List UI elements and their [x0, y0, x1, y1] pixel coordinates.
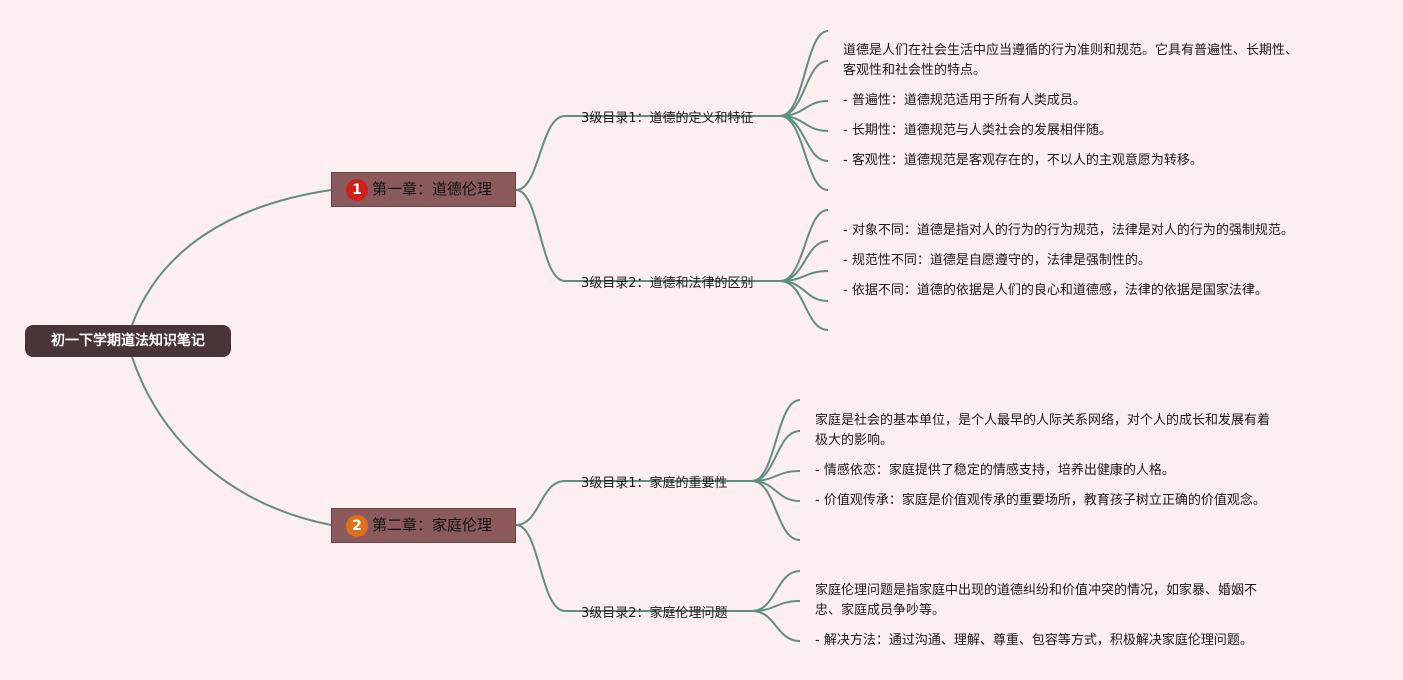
root-label: 初一下学期道法知识笔记 [51, 333, 205, 349]
note-line[interactable]: 道德是人们在社会生活中应当遵循的行为准则和规范。它具有普遍性、长期性、 [843, 43, 1299, 58]
connector-fan [779, 209, 829, 282]
connector-ch1-topic2 [515, 189, 566, 282]
note-line[interactable]: 极大的影响。 [815, 433, 894, 448]
note-line[interactable]: - 情感依恋：家庭提供了稳定的情感支持，培养出健康的人格。 [815, 463, 1175, 478]
root-node[interactable]: 初一下学期道法知识笔记 [25, 325, 231, 357]
note-line[interactable]: - 规范性不同：道德是自愿遵守的，法律是强制性的。 [843, 253, 1151, 268]
connector-fan [751, 480, 801, 541]
chapter-node-2[interactable]: 2 第二章：家庭伦理 [331, 508, 516, 543]
topic-node[interactable]: 3级目录2：道德和法律的区别 [581, 276, 754, 291]
priority-2-icon: 2 [346, 514, 368, 537]
note-line[interactable]: - 价值观传承：家庭是价值观传承的重要场所，教育孩子树立正确的价值观念。 [815, 493, 1266, 508]
note-line[interactable]: 家庭是社会的基本单位，是个人最早的人际关系网络，对个人的成长和发展有着 [815, 413, 1271, 428]
connector-fan [751, 430, 801, 482]
note-line[interactable]: - 长期性：道德规范与人类社会的发展相伴随。 [843, 123, 1112, 138]
note-line[interactable]: - 解决方法：通过沟通、理解、尊重、包容等方式，积极解决家庭伦理问题。 [815, 633, 1253, 648]
connector-root-chapter1 [131, 189, 332, 326]
connector-ch2-topic2 [515, 524, 566, 612]
topic-node[interactable]: 3级目录1：家庭的重要性 [581, 476, 728, 491]
connector-ch2-topic1 [515, 480, 566, 526]
topic-node[interactable]: 3级目录1：道德的定义和特征 [581, 111, 754, 126]
note-line[interactable]: 客观性和社会性的特点。 [843, 63, 987, 78]
connector-root-chapter2 [131, 356, 332, 526]
connector-fan [751, 399, 801, 482]
connector-fan [779, 280, 829, 331]
note-line[interactable]: 家庭伦理问题是指家庭中出现的道德纠纷和价值冲突的情况，如家暴、婚姻不 [815, 583, 1258, 598]
note-line[interactable]: - 客观性：道德规范是客观存在的，不以人的主观意愿为转移。 [843, 153, 1203, 168]
connector-ch1-topic1 [515, 115, 566, 191]
connector-fan [779, 30, 829, 117]
connector-fan [779, 280, 829, 302]
note-line[interactable]: - 普遍性：道德规范适用于所有人类成员。 [843, 93, 1086, 108]
chapter-node-1[interactable]: 1 第一章：道德伦理 [331, 172, 516, 207]
note-line[interactable]: 忠、家庭成员争吵等。 [815, 603, 946, 618]
note-line[interactable]: - 依据不同：道德的依据是人们的良心和道德感，法律的依据是国家法律。 [843, 283, 1268, 298]
connector-fan [779, 115, 829, 191]
note-line[interactable]: - 对象不同：道德是指对人的行为的行为规范，法律是对人的行为的强制规范。 [843, 223, 1294, 238]
connector-fan [751, 610, 801, 642]
priority-1-icon: 1 [346, 178, 368, 201]
topic-node[interactable]: 3级目录2：家庭伦理问题 [581, 606, 728, 621]
chapter-label: 第一章：道德伦理 [372, 180, 493, 198]
chapter-label: 第二章：家庭伦理 [372, 516, 493, 534]
connector-fan [779, 60, 829, 117]
